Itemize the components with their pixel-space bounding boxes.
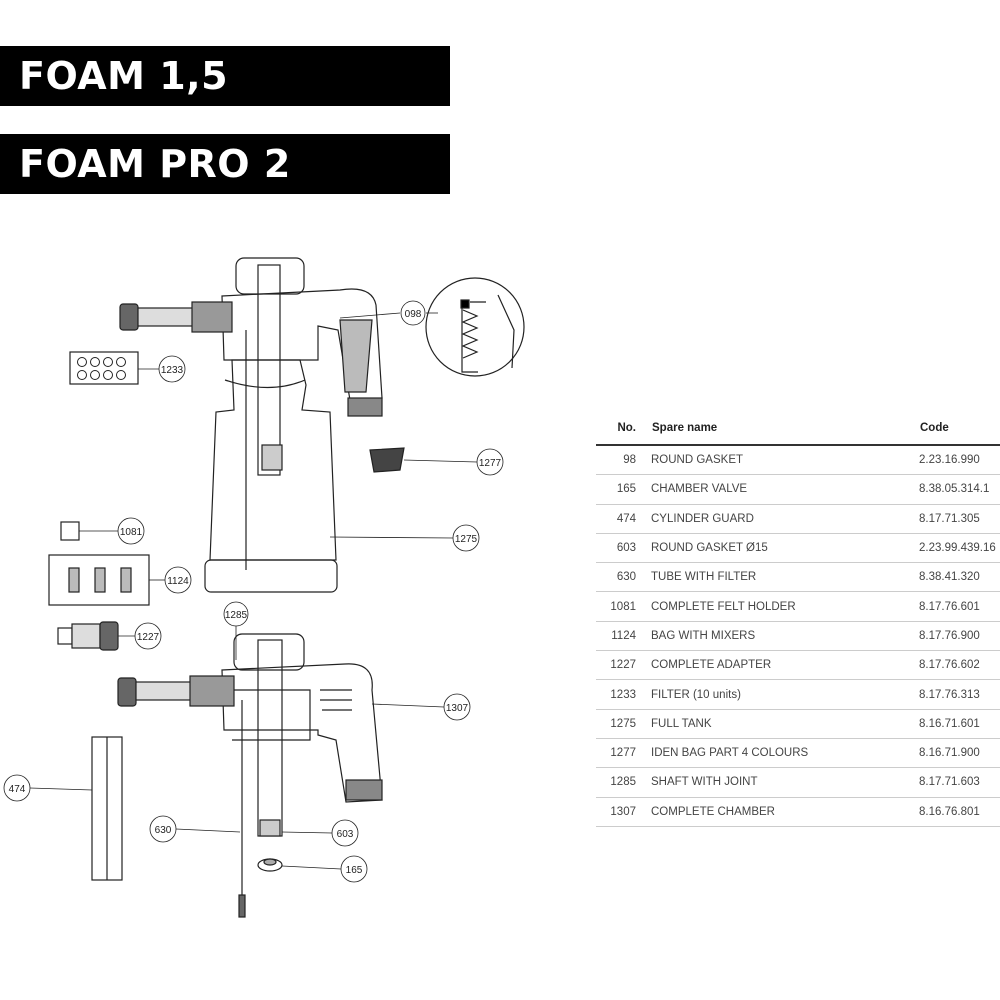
callout-1277: 1277 [476,448,504,476]
part-number: 603 [596,533,651,564]
spare-name: SHAFT WITH JOINT [651,767,919,798]
iden-bag-part [369,447,405,473]
part-number: 630 [596,562,651,593]
svg-text:1124: 1124 [167,576,189,587]
part-code: 8.17.71.305 [919,504,1000,534]
spare-name: ROUND GASKET Ø15 [651,533,919,564]
part-code: 8.17.76.602 [919,650,1000,681]
part-code: 8.38.41.320 [919,562,1000,593]
part-number: 1124 [596,621,651,652]
callout-1275: 1275 [452,524,480,552]
svg-text:603: 603 [337,829,354,840]
svg-text:098: 098 [405,309,422,320]
part-number: 98 [596,445,651,476]
sprayer-foam-pro-2 [117,633,383,918]
part-code: 8.16.71.900 [919,738,1000,769]
part-code: 2.23.16.990 [919,445,1000,476]
svg-text:1233: 1233 [161,365,184,376]
part-code: 8.16.71.601 [919,709,1000,739]
part-number: 1285 [596,767,651,798]
spare-name: FULL TANK [651,709,919,739]
callout-1233: 1233 [158,355,186,383]
part-number: 1275 [596,709,651,739]
header-code: Code [919,412,1000,446]
callout-165: 165 [340,855,368,883]
callout-098: 098 [400,300,426,326]
spare-name: CYLINDER GUARD [651,504,919,534]
callout-474: 474 [3,774,31,802]
part-code: 8.38.05.314.1 [919,474,1000,505]
spare-name: COMPLETE FELT HOLDER [651,591,919,622]
sprayer-foam-1-5 [119,257,525,593]
spare-name: TUBE WITH FILTER [651,562,919,593]
felt-holder [60,521,80,541]
exploded-parts-diagram: 098 1233 1277 1275 1081 1124 1227 1285 1… [3,257,525,918]
callout-630: 630 [149,815,177,843]
part-number: 1227 [596,650,651,681]
title-foam-1-5: FOAM 1,5 [0,46,450,106]
callout-1285: 1285 [223,601,249,627]
callout-1227: 1227 [134,622,162,650]
svg-text:1081: 1081 [120,527,143,538]
svg-text:165: 165 [346,865,363,876]
spare-name: COMPLETE ADAPTER [651,650,919,681]
part-number: 1307 [596,797,651,827]
part-number: 474 [596,504,651,534]
svg-text:1285: 1285 [225,610,248,621]
adapter [57,621,119,651]
part-code: 2.23.99.439.16 [919,533,1000,564]
spare-name: ROUND GASKET [651,445,919,476]
spare-name: COMPLETE CHAMBER [651,797,919,827]
svg-text:474: 474 [9,784,26,795]
callout-1124: 1124 [164,566,192,594]
header-spare-name: Spare name [651,412,919,446]
part-number: 1233 [596,679,651,710]
spare-name: IDEN BAG PART 4 COLOURS [651,738,919,769]
part-number: 1081 [596,591,651,622]
part-code: 8.17.76.601 [919,591,1000,622]
part-code: 8.17.76.900 [919,621,1000,652]
title-foam-pro-2: FOAM PRO 2 [0,134,450,194]
part-code: 8.17.71.603 [919,767,1000,798]
part-code: 8.16.76.801 [919,797,1000,827]
spare-name: CHAMBER VALVE [651,474,919,505]
svg-text:1307: 1307 [446,703,469,714]
svg-text:630: 630 [155,825,172,836]
filter-sheet [69,351,139,385]
part-code: 8.17.76.313 [919,679,1000,710]
svg-text:1277: 1277 [479,458,502,469]
table-header: No. Spare name Code [596,412,1000,446]
callout-1081: 1081 [117,517,145,545]
spare-name: FILTER (10 units) [651,679,919,710]
header-no: No. [596,412,651,446]
leader-lines [29,312,478,870]
svg-text:1227: 1227 [137,632,160,643]
svg-text:1275: 1275 [455,534,478,545]
spare-name: BAG WITH MIXERS [651,621,919,652]
part-number: 165 [596,474,651,505]
mixers-bag [48,554,150,606]
callout-1307: 1307 [443,693,471,721]
callout-603: 603 [331,819,359,847]
part-number: 1277 [596,738,651,769]
